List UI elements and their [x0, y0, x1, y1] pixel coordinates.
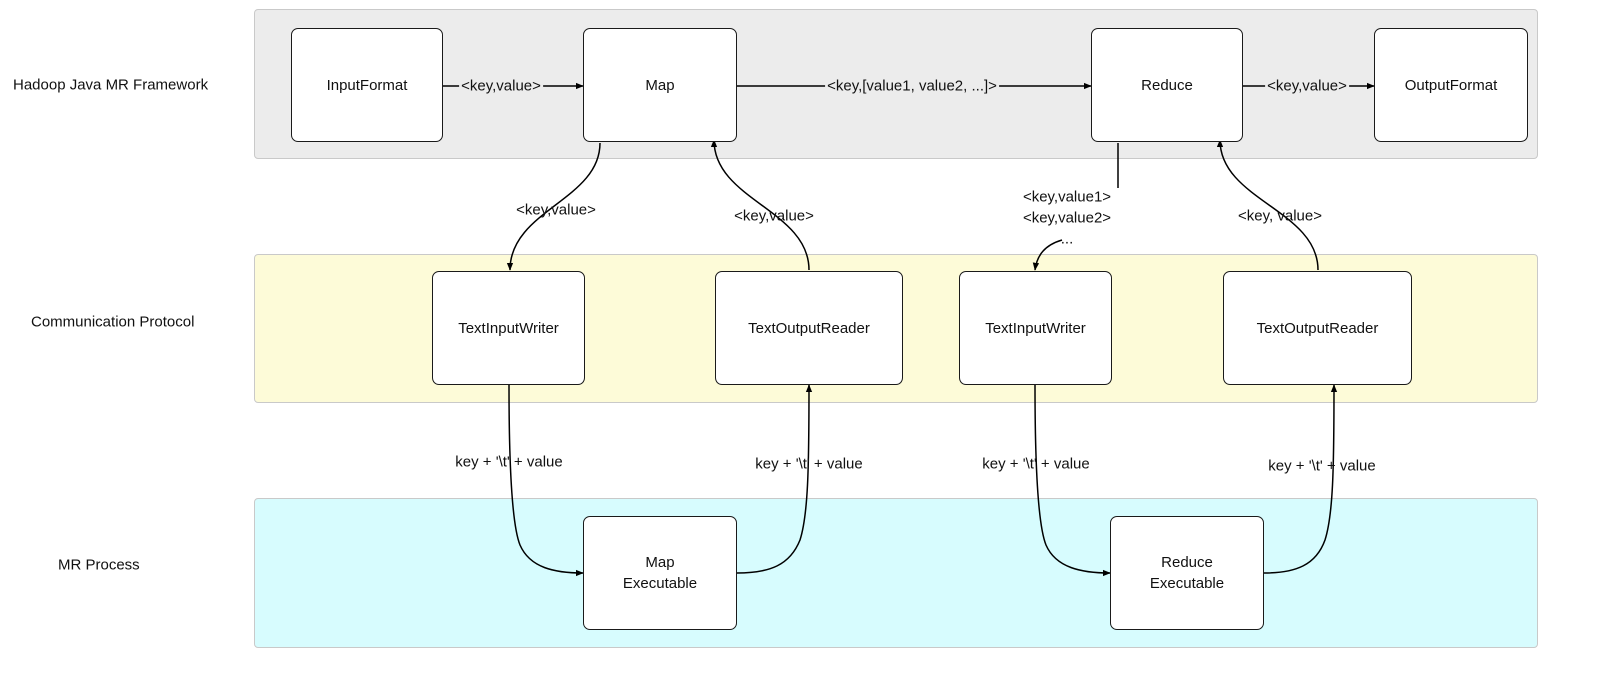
map-node[interactable]: Map	[583, 28, 737, 142]
edge-reader-to-reduce	[1216, 139, 1319, 271]
edge-map-exec-to-reader	[736, 384, 813, 574]
edge-label-reduce-to-writer: <key,value1> <key,value2> ...	[1023, 187, 1111, 250]
edge-label-reader-to-map: <key,value>	[734, 207, 814, 225]
map-text-input-writer-label: TextInputWriter	[458, 319, 559, 337]
edge-label-input-to-map: <key,value>	[459, 75, 543, 97]
reduce-node[interactable]: Reduce	[1091, 28, 1243, 142]
edge-reduce-writer-to-exec	[1034, 384, 1111, 577]
reduce-label: Reduce	[1141, 76, 1193, 94]
framework-lane-label: Hadoop Java MR Framework	[13, 76, 209, 94]
reduce-executable-node[interactable]: Reduce Executable	[1110, 516, 1264, 630]
output-format-label: OutputFormat	[1404, 76, 1498, 94]
map-executable-line-1: Map	[645, 554, 675, 571]
edge-label-reduce-to-writer-line-2: <key,value2>	[1022, 209, 1112, 227]
edge-label-reduce-writer-to-exec: key + '\t' + value	[982, 455, 1090, 473]
edge-map-to-writer	[506, 142, 601, 271]
map-executable-line-2: Executable	[622, 575, 698, 592]
edge-label-map-writer-to-exec: key + '\t' + value	[455, 453, 563, 471]
reduce-text-output-reader-node[interactable]: TextOutputReader	[1223, 271, 1412, 385]
input-format-node[interactable]: InputFormat	[291, 28, 443, 142]
process-lane	[254, 498, 1538, 648]
reduce-text-output-reader-label: TextOutputReader	[1256, 319, 1379, 337]
edge-label-map-to-writer: <key,value>	[516, 201, 596, 219]
edge-label-map-exec-to-reader: key + '\t' + value	[755, 455, 863, 473]
edge-map-writer-to-exec	[508, 384, 584, 577]
reduce-text-input-writer-label: TextInputWriter	[985, 319, 1086, 337]
map-text-input-writer-node[interactable]: TextInputWriter	[432, 271, 585, 385]
edge-label-reduce-to-writer-line-3: ...	[1060, 230, 1074, 248]
edge-label-reduce-exec-to-reader: key + '\t' + value	[1268, 457, 1376, 475]
map-executable-node[interactable]: Map Executable	[583, 516, 737, 630]
reduce-text-input-writer-node[interactable]: TextInputWriter	[959, 271, 1112, 385]
edge-reader-to-map	[710, 139, 810, 271]
edge-label-map-to-reduce: <key,[value1, value2, ...]>	[825, 75, 999, 97]
edge-reduce-to-writer	[1035, 143, 1119, 270]
map-label: Map	[645, 76, 675, 94]
edge-label-reduce-to-writer-line-1: <key,value1>	[1022, 188, 1112, 206]
protocol-lane-label: Communication Protocol	[31, 313, 195, 331]
input-format-label: InputFormat	[326, 76, 408, 94]
edge-reduce-exec-to-reader	[1263, 384, 1338, 574]
output-format-node[interactable]: OutputFormat	[1374, 28, 1528, 142]
reduce-executable-line-2: Executable	[1149, 575, 1225, 592]
process-lane-label: MR Process	[58, 556, 140, 574]
map-text-output-reader-label: TextOutputReader	[748, 319, 870, 337]
edge-label-reader-to-reduce: <key, value>	[1238, 207, 1322, 225]
map-text-output-reader-node[interactable]: TextOutputReader	[715, 271, 903, 385]
reduce-executable-line-1: Reduce	[1161, 554, 1213, 571]
edge-label-reduce-to-output: <key,value>	[1265, 75, 1349, 97]
